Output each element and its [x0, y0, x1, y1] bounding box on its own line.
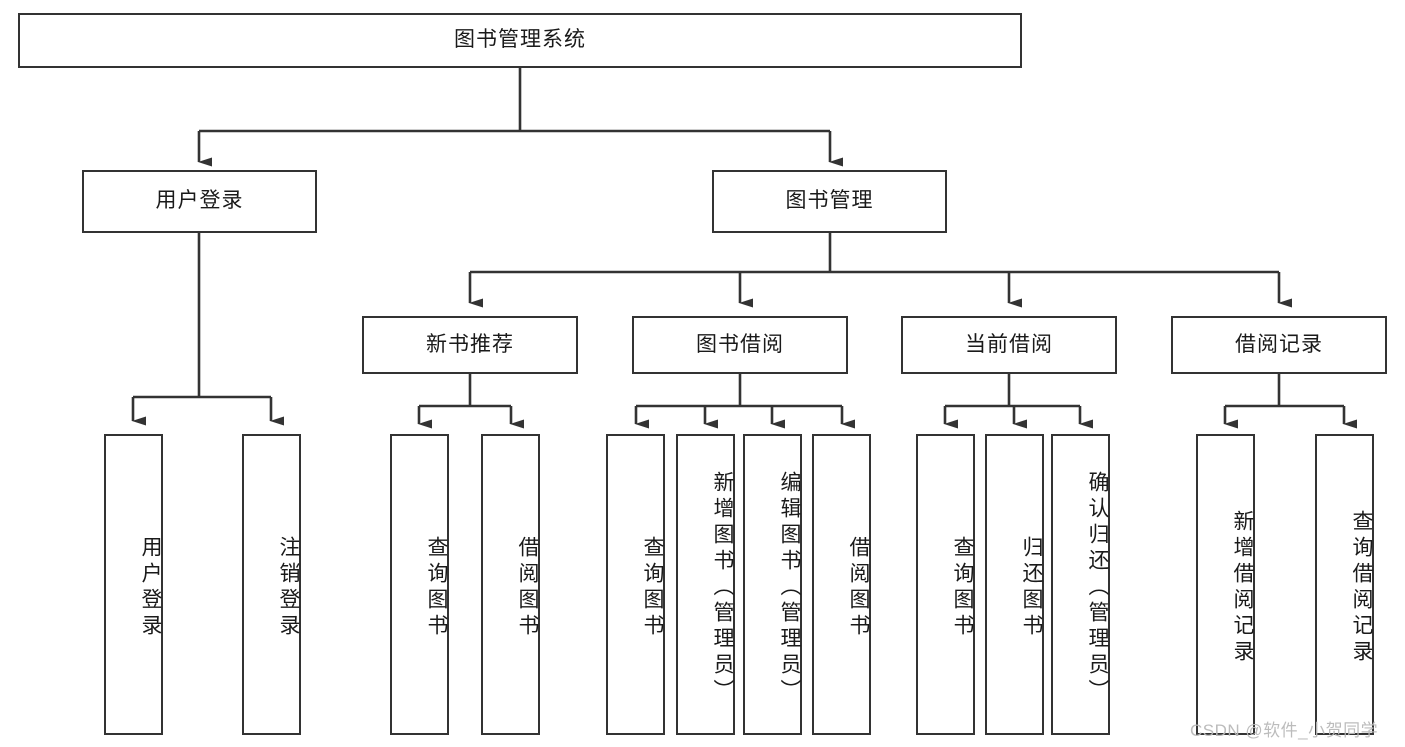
- node-borrow-record[interactable]: 借阅记录: [1171, 316, 1387, 374]
- leaf-user-login-logout[interactable]: 注销登录: [242, 434, 301, 735]
- node-label: 新增借阅记录: [1231, 509, 1254, 666]
- node-label: 借阅图书: [516, 535, 539, 640]
- node-label: 查询图书: [641, 535, 664, 640]
- leaf-current-return-book[interactable]: 归还图书: [985, 434, 1044, 735]
- node-label: 图书管理: [785, 189, 874, 213]
- leaf-user-login-login[interactable]: 用户登录: [104, 434, 163, 735]
- node-label: 图书管理系统: [454, 28, 586, 52]
- node-book-borrow[interactable]: 图书借阅: [632, 316, 848, 374]
- leaf-current-confirm-return-admin[interactable]: 确认归还（管理员）: [1051, 434, 1110, 735]
- leaf-borrow-borrow-book[interactable]: 借阅图书: [812, 434, 871, 735]
- leaf-borrow-add-book-admin[interactable]: 新增图书（管理员）: [676, 434, 735, 735]
- node-label: 用户登录: [139, 535, 162, 640]
- node-label: 借阅图书: [847, 535, 870, 640]
- node-label: 确认归还（管理员）: [1086, 470, 1109, 705]
- leaf-borrow-edit-book-admin[interactable]: 编辑图书（管理员）: [743, 434, 802, 735]
- node-label: 用户登录: [155, 189, 244, 213]
- node-label: 当前借阅: [965, 332, 1053, 356]
- node-label: 新增图书（管理员）: [711, 470, 734, 705]
- leaf-current-query-book[interactable]: 查询图书: [916, 434, 975, 735]
- node-label: 查询图书: [951, 535, 974, 640]
- node-label: 查询图书: [425, 535, 448, 640]
- leaf-recommend-borrow-book[interactable]: 借阅图书: [481, 434, 540, 735]
- node-label: 借阅记录: [1235, 332, 1323, 356]
- node-label: 新书推荐: [426, 332, 514, 356]
- leaf-record-query-record[interactable]: 查询借阅记录: [1315, 434, 1374, 735]
- node-label: 图书借阅: [696, 332, 784, 356]
- csdn-watermark: CSDN @软件_小贺同学: [1190, 721, 1379, 740]
- leaf-recommend-query-book[interactable]: 查询图书: [390, 434, 449, 735]
- leaf-borrow-query-book[interactable]: 查询图书: [606, 434, 665, 735]
- node-book-management[interactable]: 图书管理: [712, 170, 947, 233]
- node-root-book-management-system[interactable]: 图书管理系统: [18, 13, 1022, 68]
- node-new-book-recommend[interactable]: 新书推荐: [362, 316, 578, 374]
- node-current-borrow[interactable]: 当前借阅: [901, 316, 1117, 374]
- node-label: 注销登录: [277, 535, 300, 640]
- node-label: 查询借阅记录: [1350, 509, 1373, 666]
- node-label: 编辑图书（管理员）: [778, 470, 801, 705]
- node-user-login[interactable]: 用户登录: [82, 170, 317, 233]
- node-label: 归还图书: [1020, 535, 1043, 640]
- leaf-record-add-record[interactable]: 新增借阅记录: [1196, 434, 1255, 735]
